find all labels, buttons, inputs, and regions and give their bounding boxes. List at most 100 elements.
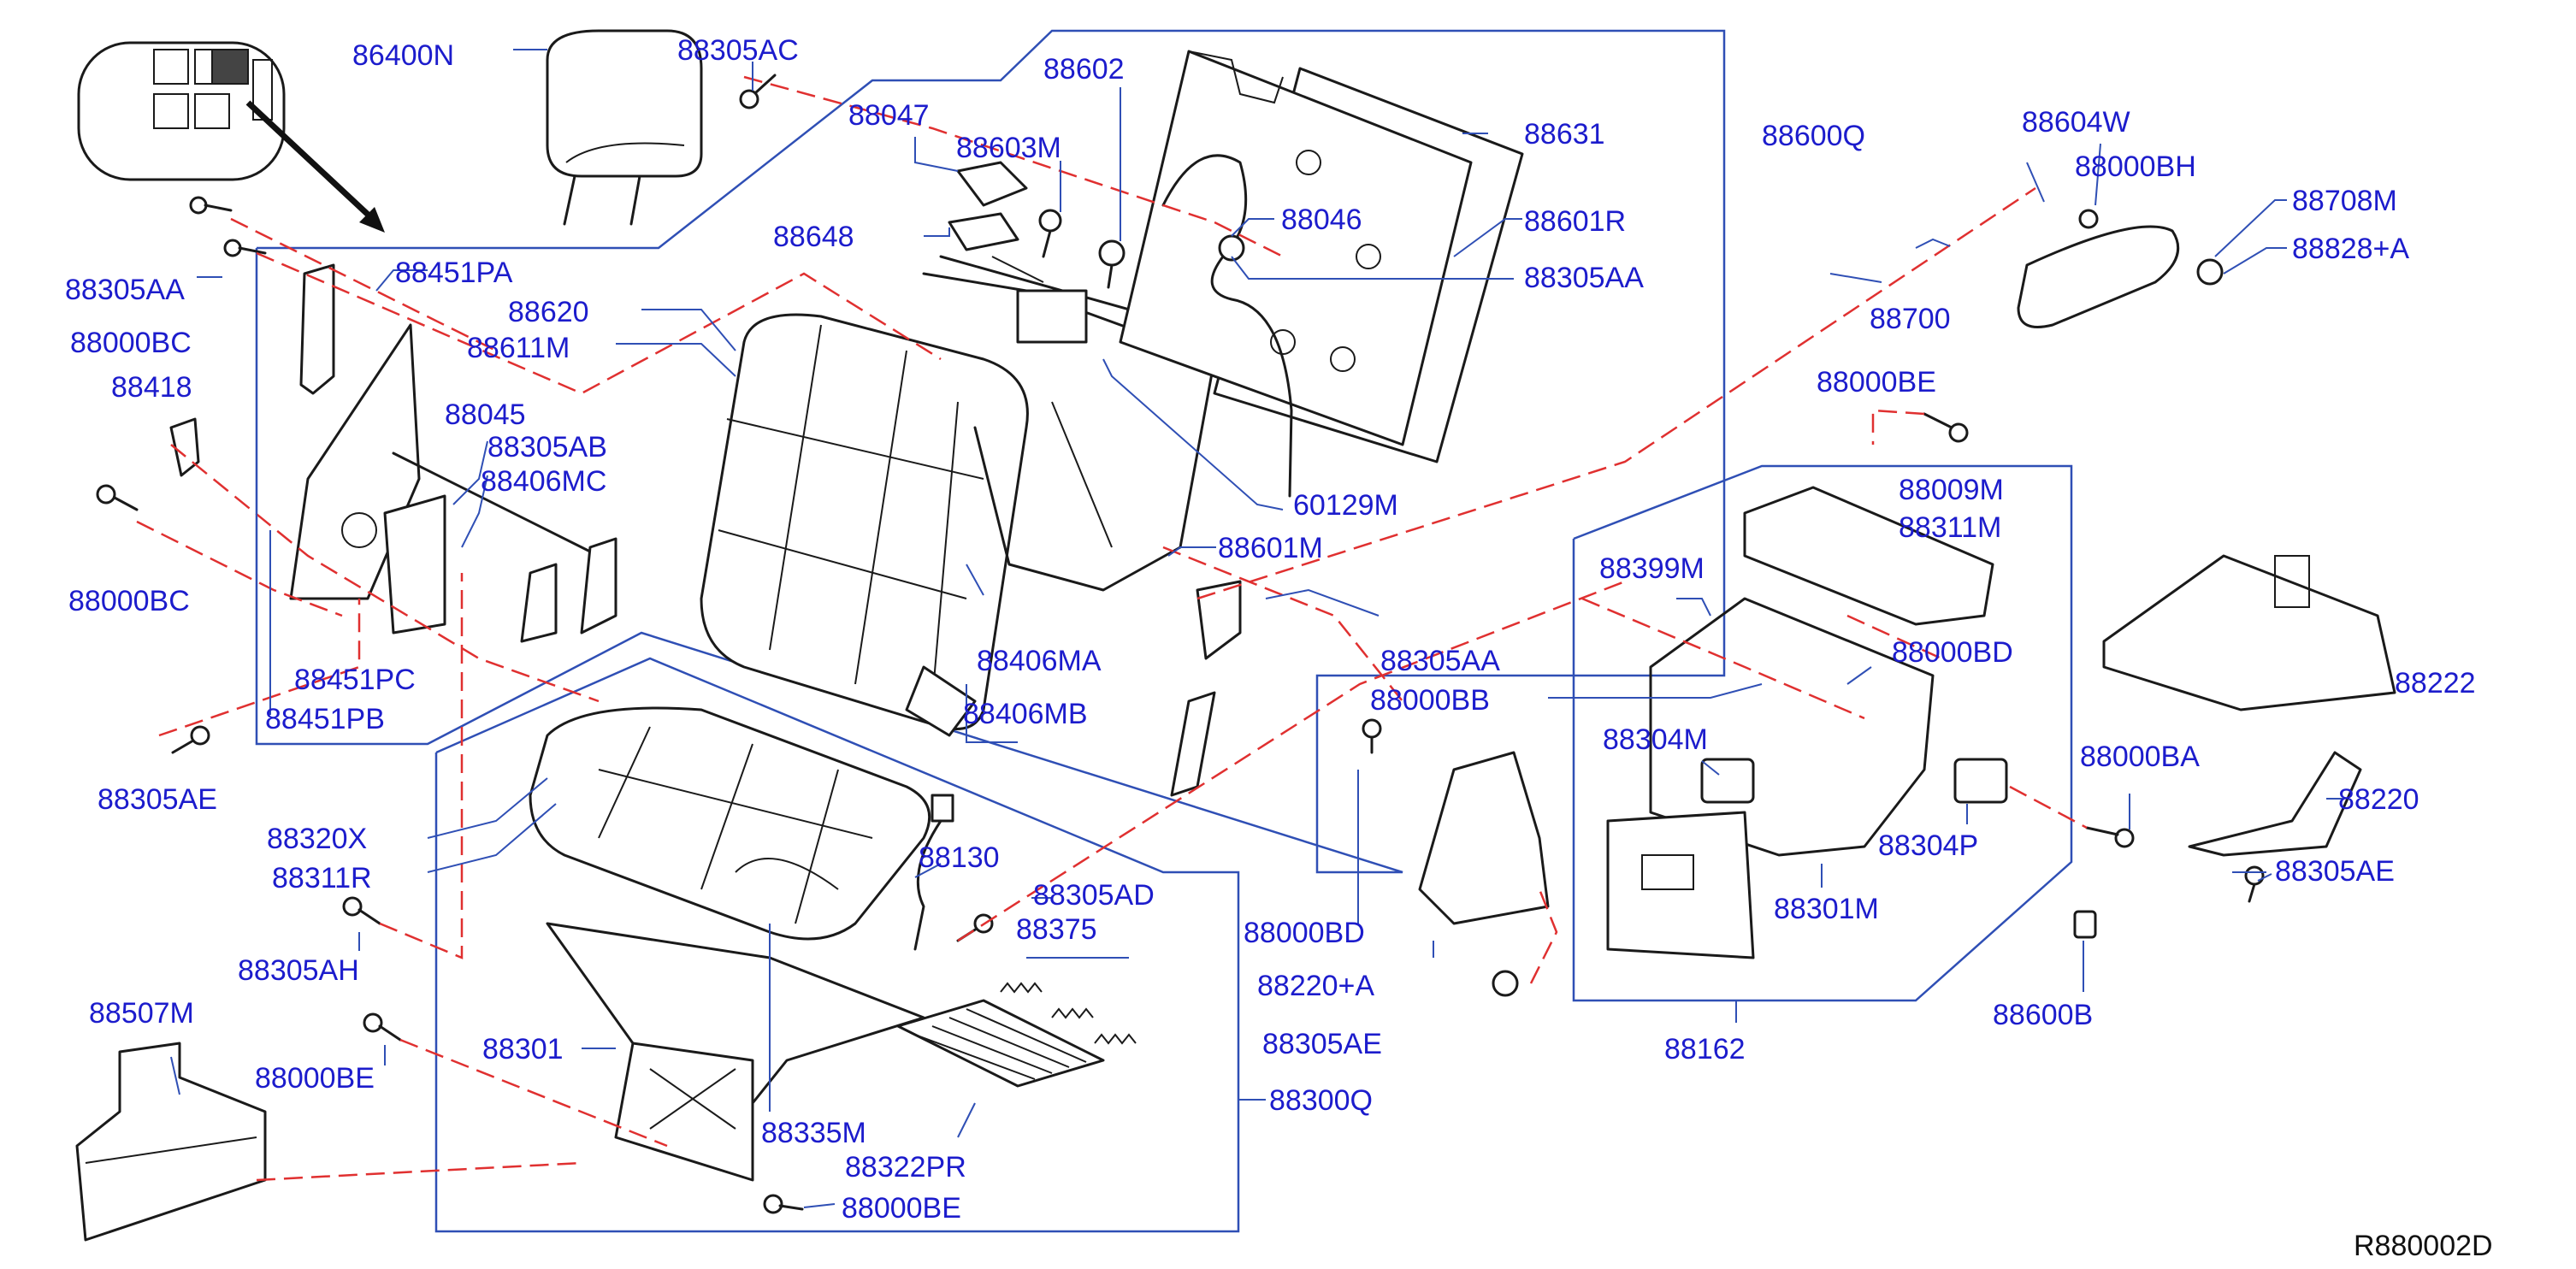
label-88000BE-b: 88000BE <box>255 1062 375 1095</box>
bolt-88000BE-bottom <box>763 1194 804 1214</box>
label-88301: 88301 <box>482 1033 564 1065</box>
label-88305AH: 88305AH <box>238 954 359 987</box>
label-88130: 88130 <box>919 841 1000 874</box>
label-88047: 88047 <box>848 99 930 132</box>
label-88604W: 88604W <box>2022 106 2130 139</box>
harness-88130 <box>913 794 954 951</box>
label-88045: 88045 <box>445 398 526 431</box>
bolt-88000BC-left <box>96 484 139 511</box>
hidden-lines <box>136 75 2088 1182</box>
label-88220: 88220 <box>2338 783 2419 816</box>
label-88601M: 88601M <box>1218 532 1323 564</box>
bolt-88305AC <box>739 74 777 109</box>
label-88507M: 88507M <box>89 997 194 1030</box>
back-board-part <box>1119 50 1524 463</box>
label-88304P: 88304P <box>1878 829 1978 862</box>
clip-88603M <box>1038 209 1062 258</box>
label-88648: 88648 <box>773 221 854 253</box>
bolt-88000BA <box>2085 826 2135 848</box>
label-88000BD-b: 88000BD <box>1244 917 1365 949</box>
label-88305AD: 88305AD <box>1033 879 1155 912</box>
bolt-88305AH <box>342 896 381 925</box>
drawing-code: R880002D <box>2354 1230 2493 1262</box>
label-88305AA-c: 88305AA <box>1380 645 1500 677</box>
label-88322PR: 88322PR <box>845 1151 966 1183</box>
label-88000BE-a: 88000BE <box>1817 366 1936 398</box>
label-88000BH: 88000BH <box>2075 151 2196 183</box>
bracket-88220A <box>1418 751 1550 997</box>
label-88631: 88631 <box>1524 118 1605 151</box>
seat-locator-icon <box>77 41 385 233</box>
cover-88220 <box>2188 751 2362 857</box>
label-88611M: 88611M <box>467 332 570 364</box>
nut-88600B <box>2073 910 2097 939</box>
label-88600B: 88600B <box>1993 999 2093 1031</box>
label-88335M: 88335M <box>761 1117 866 1149</box>
label-88305AB: 88305AB <box>487 431 607 463</box>
label-88000BD-a: 88000BD <box>1892 636 2013 669</box>
seat-frame-88301M <box>1606 597 1935 959</box>
lock-88304P <box>1953 758 2008 804</box>
label-88406MB: 88406MB <box>963 698 1088 730</box>
label-88162: 88162 <box>1664 1033 1746 1065</box>
label-88320X: 88320X <box>267 823 367 855</box>
callout-box-frame <box>1572 464 2073 1002</box>
clip-88047 <box>956 161 1028 207</box>
label-88305AA-a: 88305AA <box>1524 262 1644 294</box>
seat-cushion-part <box>529 706 931 941</box>
bolt-88000BE-left <box>363 1012 402 1042</box>
label-88000BC-b: 88000BC <box>68 585 190 617</box>
spring-mat-88322PR <box>896 999 1105 1088</box>
label-88220A: 88220+A <box>1257 970 1374 1002</box>
label-88601R: 88601R <box>1524 205 1626 238</box>
label-88451PC: 88451PC <box>294 664 416 696</box>
recliner-hinge-part <box>169 263 617 643</box>
label-86400N: 86400N <box>352 39 454 72</box>
label-88418: 88418 <box>111 371 192 404</box>
armrest-88700 <box>2017 209 2224 328</box>
label-88708M: 88708M <box>2292 185 2397 217</box>
label-88451PB: 88451PB <box>265 703 385 735</box>
label-88046: 88046 <box>1281 204 1362 236</box>
label-88305AE-b: 88305AE <box>2275 855 2395 888</box>
striker-88406MA <box>1196 580 1242 660</box>
part-labels: 86400N 88305AC 88047 88602 88603M 88631 … <box>65 34 2476 1225</box>
label-88222: 88222 <box>2395 667 2476 699</box>
label-88311M: 88311M <box>1899 511 2001 544</box>
label-88375: 88375 <box>1016 913 1097 946</box>
label-88000BC-a: 88000BC <box>70 327 192 359</box>
striker-88406MB <box>1170 691 1216 797</box>
leader-lines <box>170 49 2343 1208</box>
label-88305AA-b: 88305AA <box>65 274 185 306</box>
bolt-88000BD-center <box>1362 718 1382 754</box>
label-60129M: 60129M <box>1293 489 1398 522</box>
label-88009M: 88009M <box>1899 474 2004 506</box>
label-88301M: 88301M <box>1774 893 1879 925</box>
label-88828A: 88828+A <box>2292 233 2409 265</box>
label-88304M: 88304M <box>1603 723 1708 756</box>
springs-88375 <box>1000 982 1137 1045</box>
seatback-frame-part <box>922 255 1216 592</box>
label-88399M: 88399M <box>1599 552 1705 585</box>
headrest-part <box>546 29 703 226</box>
cover-88311M <box>1743 486 1994 626</box>
label-88620: 88620 <box>508 296 589 328</box>
callout-box-cushion <box>434 657 1240 1233</box>
clip-88648 <box>948 212 1019 251</box>
label-88305AE-a: 88305AE <box>97 783 217 816</box>
label-88602: 88602 <box>1043 53 1125 86</box>
bolt-88305AA-left <box>189 196 267 257</box>
bolt-88000BE-right <box>1923 412 1969 443</box>
label-88406MC: 88406MC <box>481 465 606 498</box>
label-88603M: 88603M <box>956 132 1061 164</box>
bolt-88305AE-left <box>171 725 210 754</box>
label-88600Q: 88600Q <box>1762 120 1865 152</box>
label-88000BB: 88000BB <box>1370 684 1490 717</box>
tray-88222 <box>2102 554 2396 711</box>
seatback-part <box>700 313 1029 737</box>
label-88700: 88700 <box>1870 303 1951 335</box>
label-88311R: 88311R <box>272 862 372 894</box>
label-88000BE-c: 88000BE <box>842 1192 961 1225</box>
label-88305AC: 88305AC <box>677 34 799 67</box>
